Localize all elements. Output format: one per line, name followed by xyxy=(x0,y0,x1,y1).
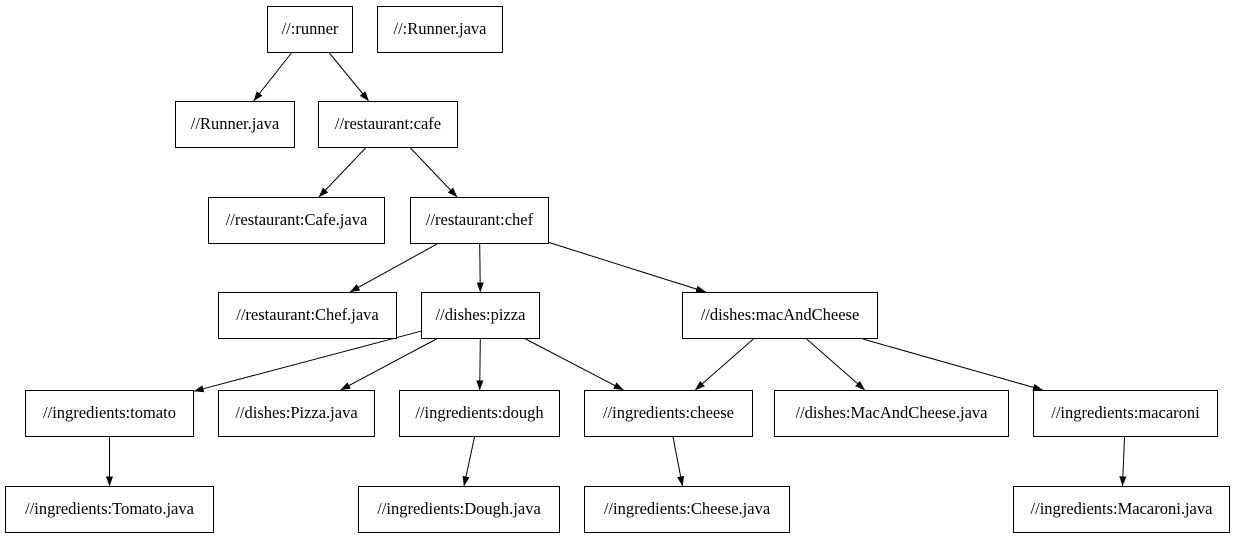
graph-node-cafe-java: //restaurant:Cafe.java xyxy=(208,197,385,244)
graph-node-chef: //restaurant:chef xyxy=(410,197,549,244)
edge-group xyxy=(105,52,1127,487)
edge-dough-to-dough-java xyxy=(462,436,475,487)
edge-mac-and-cheese-to-macaroni xyxy=(862,338,1043,391)
edge-cafe-to-cafe-java xyxy=(318,147,366,198)
edge-mac-and-cheese-to-mac-and-cheese-java xyxy=(806,338,866,391)
graph-node-chef-java: //restaurant:Chef.java xyxy=(218,292,397,339)
edge-chef-to-chef-java xyxy=(349,243,438,293)
graph-node-mac-and-cheese-java: //dishes:MacAndCheese.java xyxy=(774,390,1009,437)
edge-pizza-to-tomato xyxy=(193,330,422,393)
graph-node-runner-java: //Runner.java xyxy=(175,101,295,148)
graph-node-cheese: //ingredients:cheese xyxy=(584,390,753,437)
edge-runner-to-runner-java xyxy=(253,52,292,102)
edge-cafe-to-chef xyxy=(410,147,458,198)
graph-node-macaroni-java: //ingredients:Macaroni.java xyxy=(1013,486,1230,533)
edge-macaroni-to-macaroni-java xyxy=(1119,436,1127,487)
graph-node-pizza: //dishes:pizza xyxy=(421,292,540,339)
graph-node-pizza-java: //dishes:Pizza.java xyxy=(218,390,375,437)
graph-node-dough: //ingredients:dough xyxy=(399,390,560,437)
graph-node-dough-java: //ingredients:Dough.java xyxy=(358,486,560,533)
graph-node-cheese-java: //ingredients:Cheese.java xyxy=(584,486,790,533)
edge-mac-and-cheese-to-cheese xyxy=(694,338,754,391)
graph-node-cafe: //restaurant:cafe xyxy=(318,101,458,148)
edge-chef-to-pizza xyxy=(476,243,484,293)
graph-node-tomato-java: //ingredients:Tomato.java xyxy=(5,486,214,533)
graph-node-runner: //:runner xyxy=(267,6,353,53)
graph-node-tomato: //ingredients:tomato xyxy=(25,390,194,437)
edge-cheese-to-cheese-java xyxy=(672,436,685,487)
edge-pizza-to-dough xyxy=(476,338,484,391)
graph-node-runner-java-src: //:Runner.java xyxy=(377,6,503,53)
edge-chef-to-mac-and-cheese xyxy=(548,242,706,293)
edge-pizza-to-pizza-java xyxy=(340,338,437,391)
edge-runner-to-cafe xyxy=(328,52,370,102)
graph-node-mac-and-cheese: //dishes:macAndCheese xyxy=(682,292,878,339)
edge-pizza-to-cheese xyxy=(525,338,624,391)
graph-node-macaroni: //ingredients:macaroni xyxy=(1033,390,1218,437)
